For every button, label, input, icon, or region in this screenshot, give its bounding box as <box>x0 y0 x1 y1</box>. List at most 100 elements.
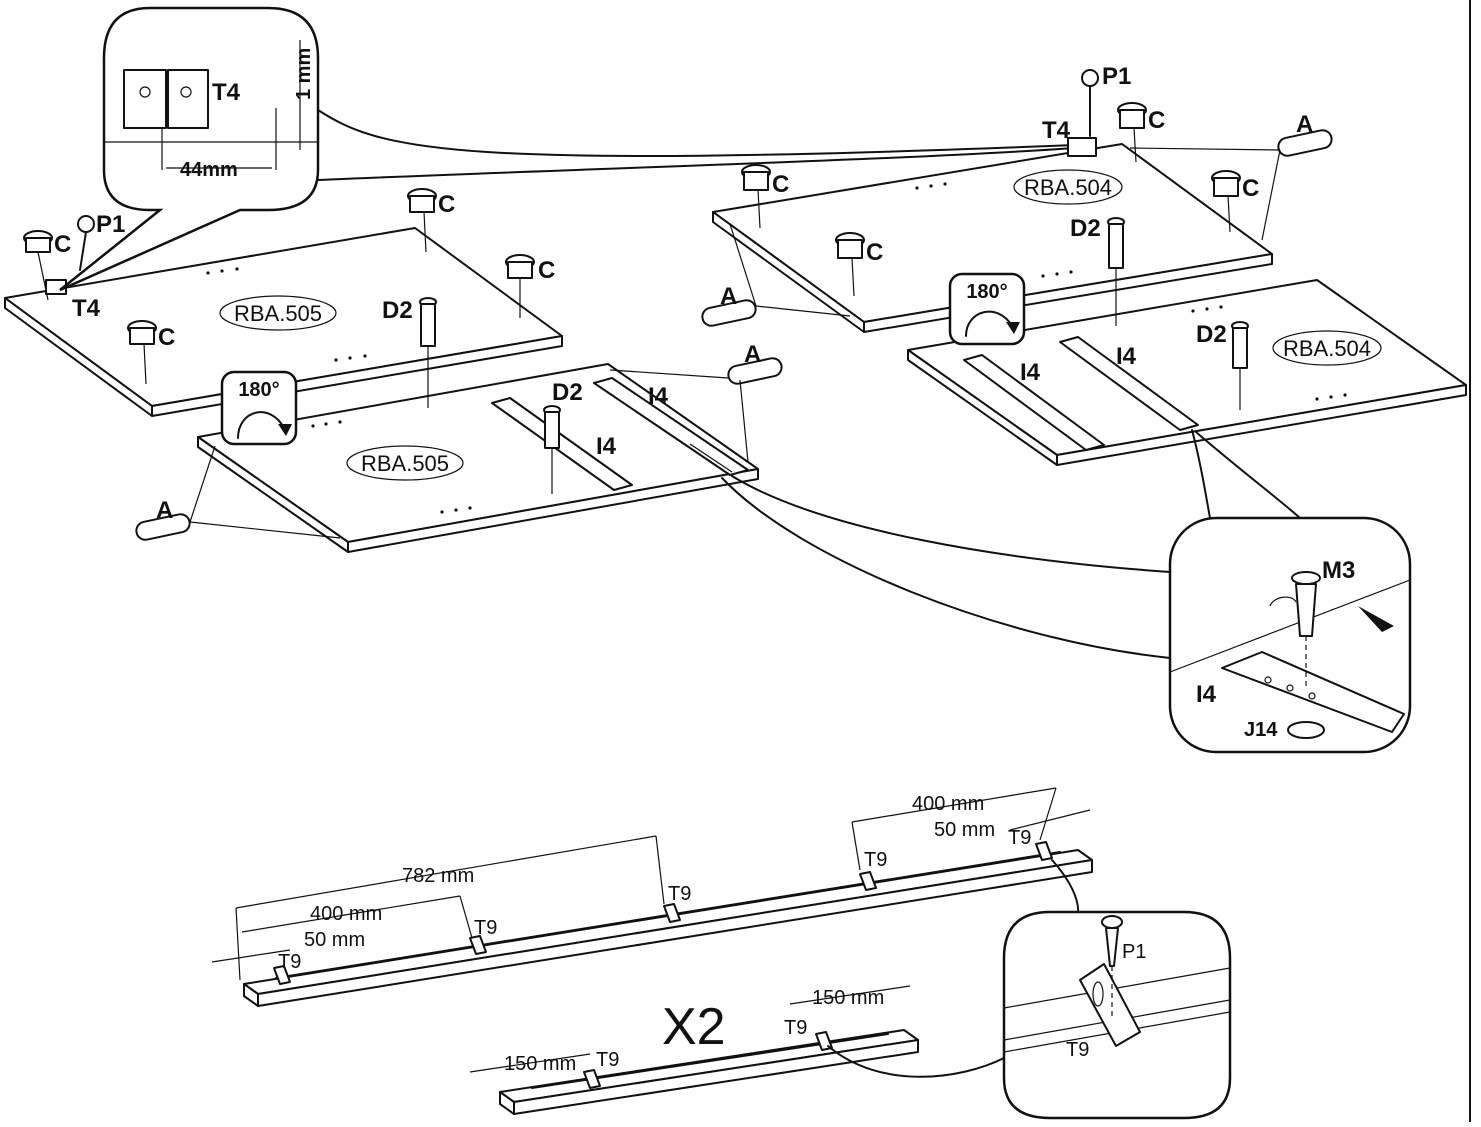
cam-lock-icon <box>127 320 157 385</box>
dowel-d2-icon <box>1231 321 1249 410</box>
bracket-t9-icon <box>469 935 487 955</box>
bracket-t9-icon <box>663 903 681 923</box>
hole-dots <box>1191 305 1347 401</box>
label-i4: I4 <box>1196 681 1217 708</box>
label-t4: T4 <box>72 295 101 322</box>
label-t9: T9 <box>474 917 497 939</box>
label-t4: T4 <box>1042 117 1071 144</box>
cam-lock-icon <box>407 188 437 253</box>
dimension-lines <box>211 787 1091 981</box>
label-c: C <box>54 231 71 258</box>
callout-t4-detail: T4 44mm 1 mm <box>59 6 320 292</box>
bracket-t9-icon <box>1035 841 1053 861</box>
label-c: C <box>772 171 789 198</box>
label-j14: J14 <box>1244 719 1278 741</box>
label-t9: T9 <box>1008 827 1031 849</box>
multiplier-x2: X2 <box>662 998 726 1056</box>
dimension-400mm-right: 400 mm <box>912 793 984 815</box>
label-a: A <box>744 341 761 368</box>
screw-icon <box>1081 69 1099 137</box>
wood-dowel-a-icon <box>1129 129 1333 241</box>
label-p1: P1 <box>96 211 125 238</box>
leader-line <box>731 475 1171 573</box>
dimension-1mm: 1 mm <box>293 48 315 100</box>
hole-dots <box>311 420 472 514</box>
label-i4: I4 <box>648 383 669 410</box>
panel-side-edge <box>347 468 759 553</box>
bracket-t9-icon <box>859 871 877 891</box>
dimension-150mm-left: 150 mm <box>504 1053 576 1075</box>
screw-m3-icon <box>1291 571 1321 585</box>
label-p1: P1 <box>1122 941 1146 963</box>
leader-line <box>827 1045 1005 1078</box>
label-t9: T9 <box>784 1017 807 1039</box>
label-p1: P1 <box>1102 63 1131 90</box>
long-rail <box>243 849 1093 1007</box>
dowel-d2-icon <box>543 405 561 494</box>
rotate-label: 180° <box>966 281 1007 303</box>
rail-detail <box>1221 651 1405 733</box>
dimension-44mm: 44mm <box>180 159 238 181</box>
label-c: C <box>1242 175 1259 202</box>
label-a: A <box>156 497 173 524</box>
panel-label-oval <box>219 295 337 331</box>
leader-line <box>1191 429 1211 519</box>
dimension-lines <box>469 985 911 1073</box>
label-c: C <box>538 257 555 284</box>
callout-t9-detail: P1 T9 <box>1002 910 1232 1120</box>
arrow-icon <box>1358 606 1394 632</box>
label-t9: T9 <box>668 883 691 905</box>
label-d2: D2 <box>1196 321 1227 348</box>
rotate-arrow-icon <box>1269 596 1297 607</box>
label-d2: D2 <box>552 379 583 406</box>
cam-lock-icon <box>1211 170 1241 233</box>
cam-lock-icon <box>505 254 535 318</box>
leader-line <box>317 147 1076 181</box>
rail-end-face <box>499 1091 515 1115</box>
rotate-180-badge-right: 180° <box>948 272 1026 346</box>
drawer-rail-right <box>1059 336 1199 431</box>
wood-dowel-a-icon <box>609 357 783 463</box>
label-i4: I4 <box>1116 343 1137 370</box>
rotate-arrow-icon <box>237 411 285 439</box>
rail-end-face <box>243 983 259 1007</box>
panel-side-edge <box>1056 384 1467 466</box>
wood-dowel-a-icon <box>135 445 341 541</box>
cam-lock-icon <box>1117 102 1147 163</box>
panel-label-oval <box>346 445 464 481</box>
label-c: C <box>158 324 175 351</box>
left-bottom-panel: RBA.505 <box>197 363 759 553</box>
label-m3: M3 <box>1322 557 1355 584</box>
bracket-t9-icon <box>583 1069 601 1089</box>
panel-label-oval <box>1013 169 1123 205</box>
right-bottom-panel: RBA.504 <box>907 279 1467 466</box>
dowel-d2-icon <box>1107 217 1125 326</box>
label-c: C <box>438 191 455 218</box>
label-c: C <box>866 239 883 266</box>
label-t9: T9 <box>864 849 887 871</box>
dimension-50mm-right: 50 mm <box>934 819 995 841</box>
bracket-t4-icon <box>1067 137 1097 157</box>
rotate-label: 180° <box>238 379 279 401</box>
leader-line <box>317 109 1076 157</box>
hole-dots <box>915 182 1073 278</box>
panel-label-rba505-bottom: RBA.505 <box>361 451 449 476</box>
panel-label-rba504-top: RBA.504 <box>1024 175 1112 200</box>
panel-label-oval <box>1272 330 1382 366</box>
cam-lock-icon <box>741 164 771 229</box>
label-a: A <box>720 283 737 310</box>
leader-line <box>1195 431 1301 519</box>
wood-dowel-a-icon <box>701 223 851 327</box>
label-t4: T4 <box>212 79 241 106</box>
leader-line <box>721 477 1171 659</box>
dowel-d2-icon <box>419 297 437 408</box>
label-t9: T9 <box>1066 1039 1089 1061</box>
label-i4: I4 <box>596 433 617 460</box>
label-d2: D2 <box>1070 215 1101 242</box>
label-t9: T9 <box>278 951 301 973</box>
screw-icon <box>77 215 95 271</box>
short-rail <box>499 1029 919 1115</box>
panel-label-rba504-bottom: RBA.504 <box>1283 336 1371 361</box>
drawer-rail-left <box>963 354 1105 451</box>
